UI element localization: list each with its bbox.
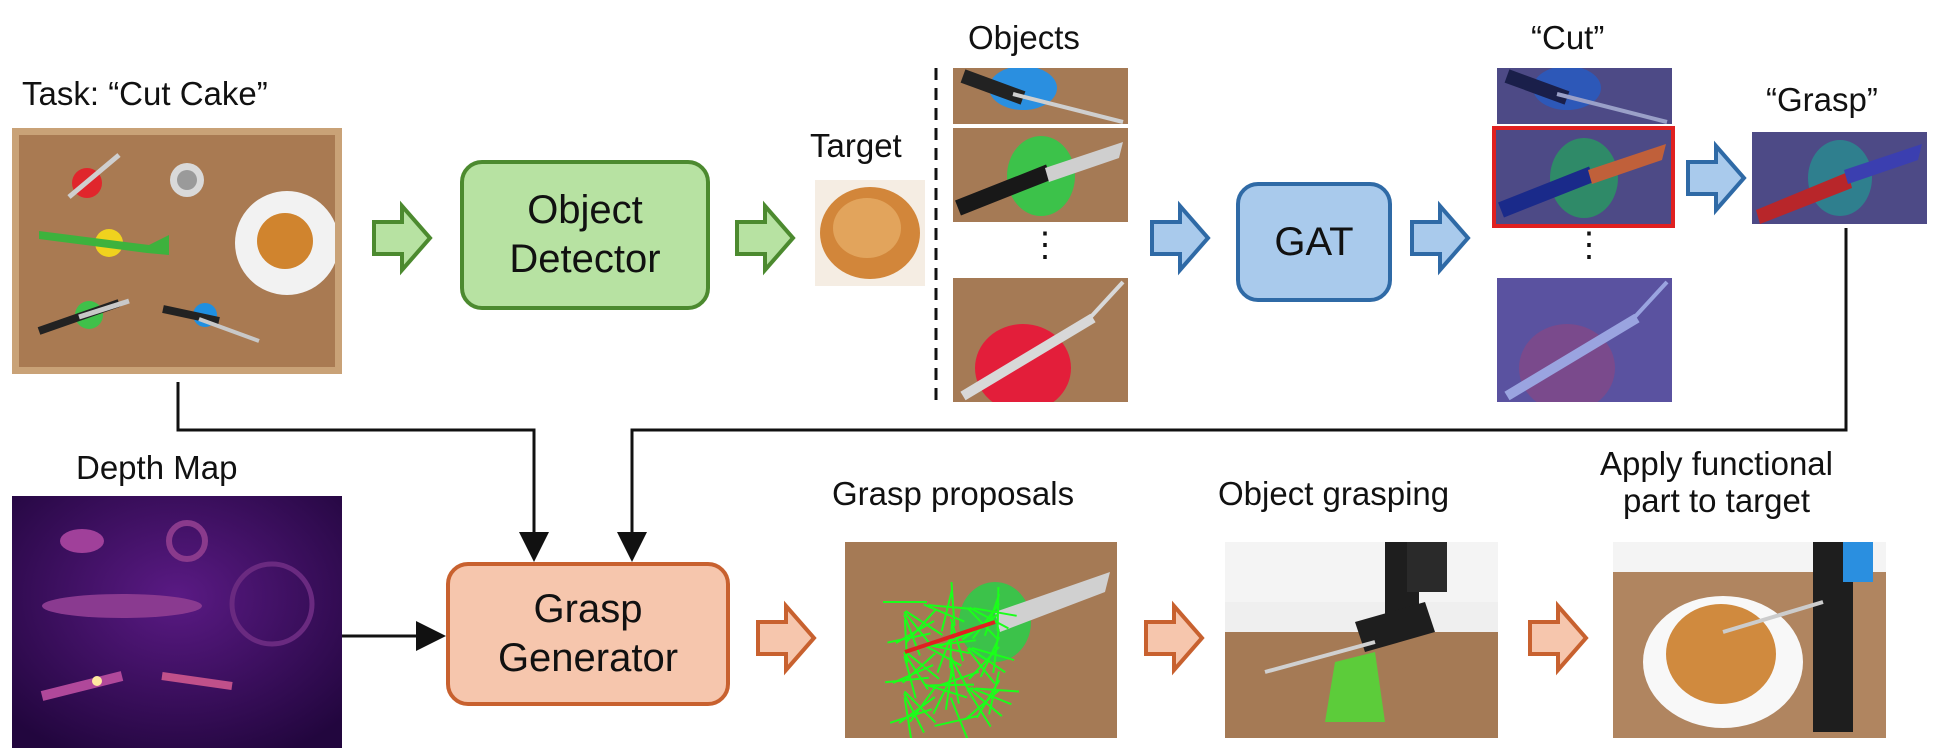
grasp-proposal-line [967,687,1003,717]
grasp-proposal-line [898,696,936,724]
arrow-green-1 [372,200,433,276]
object-crop-2 [953,128,1128,222]
grasp-proposal-line [901,652,937,684]
apply-line2: part to target [1622,481,1811,519]
objects-label: Objects [968,19,1080,56]
grasp-generator-line2: Generator [497,636,679,680]
depth-map-image [12,496,342,748]
grasp-proposal-line [927,604,973,610]
grasp-proposal-line [903,697,913,738]
grasp-proposal-line [922,643,962,667]
grasp-proposal-line [983,593,1001,637]
arrow-orange-3 [1528,600,1589,676]
task-scene-illustration [19,135,335,367]
object-detector-box: Object Detector [460,160,710,310]
arrow-orange-1 [756,600,817,676]
arrow-blue-1 [1150,200,1211,276]
grasp-proposal-line [940,588,954,632]
objects-ellipsis: ⋮ [1028,226,1062,264]
object-crop-3 [953,278,1128,402]
grasp-proposal-line [971,646,1015,662]
depth-map-label: Depth Map [76,449,238,486]
grasp-proposal-line [909,685,937,723]
grasp-proposal-line [924,683,968,699]
grasp-proposal-line [923,603,965,623]
grasp-proposal-line [992,629,1000,673]
grasp-proposal-line [949,697,969,738]
cut-crop-3 [1497,278,1672,402]
grasp-generator-line1: Grasp [533,587,643,632]
cut-crop-2-selected [1492,126,1675,228]
gat-box: GAT [1236,182,1392,302]
arrow-green-2 [735,200,796,276]
grasp-proposal-line [968,646,1006,674]
grasp-proposal-line [932,639,976,647]
object-crop-1 [953,68,1128,124]
apply-target-image [1613,542,1886,738]
grasp-proposal-line [936,670,980,688]
grasp-proposal-line [973,607,1017,617]
cut-label: “Cut” [1531,19,1605,56]
gat-label: GAT [1274,219,1354,264]
grasp-proposal-line [950,660,960,704]
object-detector-line1: Object [527,188,643,233]
grasp-proposal-line [905,610,943,636]
grasp-proposal-line [905,608,937,644]
grasp-proposal-line [950,581,956,627]
cut-ellipsis: ⋮ [1572,226,1606,264]
grasp-proposal-line [934,715,978,727]
task-label: Task: “Cut Cake” [22,75,268,112]
arrow-orange-2 [1144,600,1205,676]
target-image [815,180,925,286]
task-scene-image [12,128,342,374]
arrow-blue-3 [1686,140,1747,216]
grasp-proposal-line [996,586,1000,632]
grasp-proposal-line [904,650,940,680]
grasp-crop [1752,132,1927,224]
grasp-label: “Grasp” [1766,81,1878,118]
grasp-proposal-line [949,618,965,662]
grasp-generator-box: Grasp Generator [446,562,730,706]
grasp-proposal-line [949,656,973,696]
connector-grasp-to-generator [617,228,1848,562]
grasp-proposal-line [944,666,954,710]
object-grasping-image [1225,542,1498,738]
target-label: Target [810,127,902,164]
grasp-proposals-image [845,542,1117,738]
grasp-proposal-line [969,606,1009,630]
object-grasping-label: Object grasping [1218,475,1450,512]
grasp-proposal-line [974,687,1020,693]
grasp-proposals-label: Grasp proposals [832,475,1075,512]
object-detector-line2: Detector [509,237,661,281]
apply-target-label: Apply functional part to target [1600,445,1833,520]
cut-crop-1 [1497,68,1672,124]
arrow-blue-2 [1410,200,1471,276]
cake-illustration [820,187,920,279]
apply-line1: Apply functional [1600,445,1833,482]
grasp-proposal-line [970,686,1012,706]
grasp-proposal-line [988,671,1000,715]
connector-task-to-generator [176,382,549,562]
